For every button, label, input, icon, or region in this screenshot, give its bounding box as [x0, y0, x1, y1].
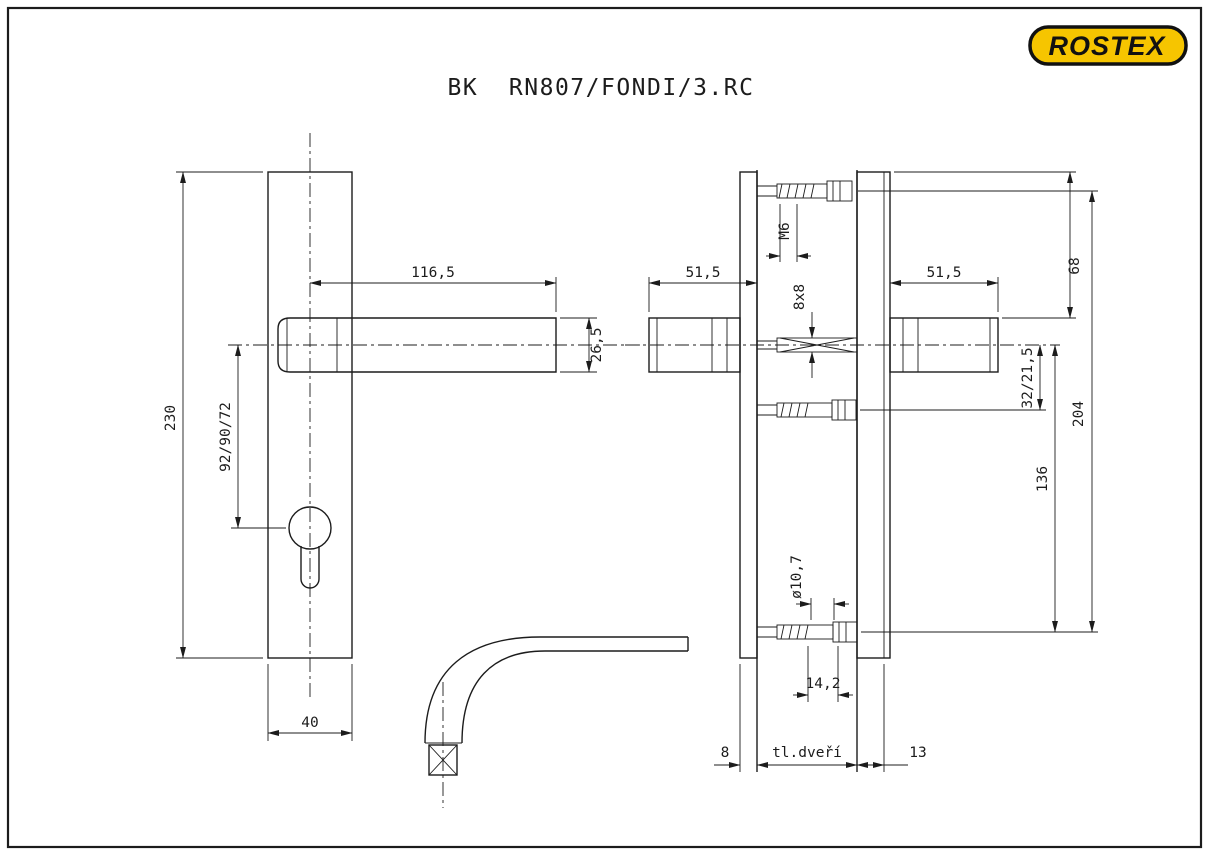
dim-right-handle-depth-label: 51,5 — [927, 265, 962, 281]
rostex-logo-badge — [1028, 25, 1188, 66]
spindle-hole-lines — [757, 340, 777, 350]
dim-handle-section-label: 26,5 — [589, 328, 605, 363]
dim-left-plate-thickness-label: 8 — [721, 745, 730, 761]
dim-spindle-section-label: 8x8 — [792, 284, 808, 310]
front-view: 230 92/90/72 116,5 26,5 40 — [163, 133, 640, 741]
section-extension-lines — [648, 171, 1098, 772]
dim-top-to-handle-label: 68 — [1067, 257, 1083, 274]
lever-inner-edge — [461, 650, 688, 744]
dim-handle-to-cylinder-label: 92/90/72 — [218, 402, 234, 472]
spindle-block — [428, 744, 458, 776]
dim-hole-diameter-label: ø10,7 — [789, 555, 805, 599]
dim-plate-width-label: 40 — [301, 715, 318, 731]
dim-handle-to-mid-screw-label: 32/21,5 — [1020, 347, 1036, 408]
front-extension-lines — [176, 171, 597, 741]
drawing-title: BK RN807/FONDI/3.RC — [448, 75, 755, 101]
dim-m6-label: M6 — [777, 222, 793, 239]
square-spindle — [776, 337, 858, 353]
spindle-block-cross — [428, 744, 458, 776]
top-m6-bolt — [757, 180, 853, 202]
dim-handle-to-bottom-screw-label: 136 — [1035, 466, 1051, 492]
lever-outer-edge — [424, 636, 688, 744]
dim-right-plate-thickness-label: 13 — [909, 745, 926, 761]
left-plate-section — [739, 171, 758, 659]
cylinder-keyhole-stem — [300, 546, 320, 589]
backplate-front — [267, 171, 353, 659]
right-plate-section — [856, 171, 891, 659]
dim-head-recess-label: 14,2 — [806, 676, 841, 692]
right-handle-detail-lines — [902, 318, 991, 372]
dim-door-thickness-label: tl.dveří — [772, 745, 842, 761]
sheet-border — [6, 6, 1203, 849]
dim-screw-centers-label: 204 — [1071, 401, 1087, 427]
right-handle-section — [889, 317, 999, 373]
dim-left-handle-depth-label: 51,5 — [686, 265, 721, 281]
middle-screw — [757, 399, 857, 421]
dim-plate-height-label: 230 — [163, 405, 179, 431]
cylinder-keyhole-circle — [288, 506, 332, 550]
lever-side-view — [424, 636, 689, 808]
rostex-logo-text: ROSTEX — [1048, 31, 1166, 61]
rostex-logo: ROSTEX — [1028, 25, 1188, 66]
square-spindle-cross — [779, 337, 855, 353]
bottom-screw — [757, 621, 858, 643]
left-handle-section — [648, 317, 741, 373]
left-handle-detail-lines — [656, 318, 728, 372]
section-view: 51,5 51,5 M6 8x8 68 32/21,5 204 136 ø10,… — [625, 170, 1098, 772]
dim-handle-length-label: 116,5 — [411, 265, 455, 281]
handle-neck-lines — [286, 318, 338, 372]
